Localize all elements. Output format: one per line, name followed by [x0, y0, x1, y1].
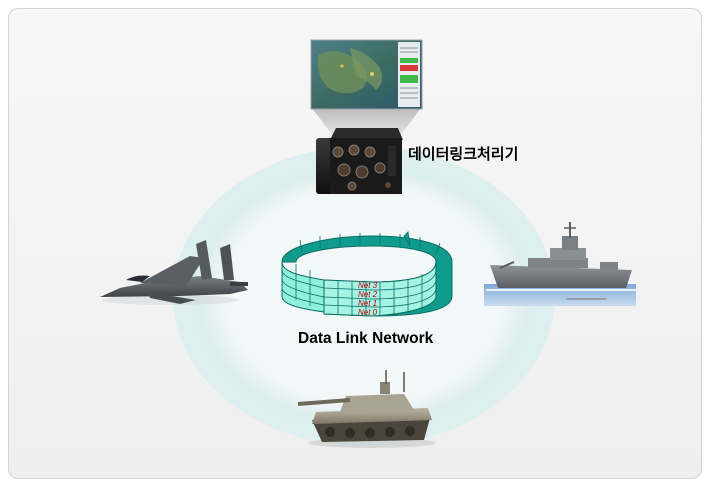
net-0-label: Net 0 [358, 308, 378, 317]
net-2-label: Net 2 [358, 290, 378, 299]
data-link-processor-unit-icon [316, 128, 403, 194]
destroyer-ship-icon [484, 222, 636, 306]
data-link-network-band: Net 3 Net 2 Net 1 Net 0 [281, 231, 453, 317]
processor-label: 데이터링크처리기 [408, 145, 519, 163]
tactical-map-screen-icon [310, 39, 423, 140]
net-1-label: Net 1 [358, 299, 377, 308]
battle-tank-icon [297, 370, 436, 448]
net-3-label: Net 3 [358, 281, 378, 290]
network-label: Data Link Network [298, 330, 434, 347]
fighter-jet-icon [100, 240, 248, 305]
